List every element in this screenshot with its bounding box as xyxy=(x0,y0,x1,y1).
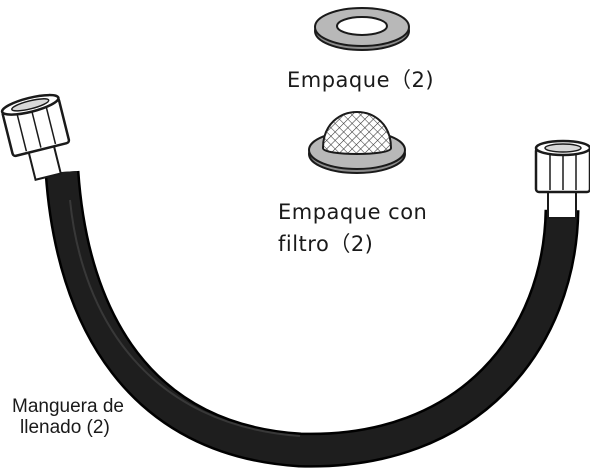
filter-gasket xyxy=(308,111,406,174)
left-hose-fitting xyxy=(0,93,71,181)
hose-body xyxy=(47,170,577,466)
fill-hose xyxy=(0,93,590,468)
gasket-label: Empaque（2) xyxy=(287,68,435,92)
gasket-hole xyxy=(336,16,388,36)
right-hose-fitting xyxy=(534,139,590,219)
fill-hose-label-line2: llenado (2) xyxy=(20,417,110,438)
filter-gasket-label-line1: Empaque con xyxy=(278,200,428,224)
fill-hose-label-line1: Manguera de xyxy=(12,396,124,417)
gasket xyxy=(314,7,410,51)
filter-gasket-label: Empaque con filtro（2) xyxy=(278,196,427,260)
fill-hose-label: Manguera de llenado (2) xyxy=(12,396,124,438)
right-ferrule xyxy=(547,189,577,219)
filter-gasket-label-line2: filtro（2) xyxy=(278,232,374,256)
hose-highlight xyxy=(69,199,301,437)
